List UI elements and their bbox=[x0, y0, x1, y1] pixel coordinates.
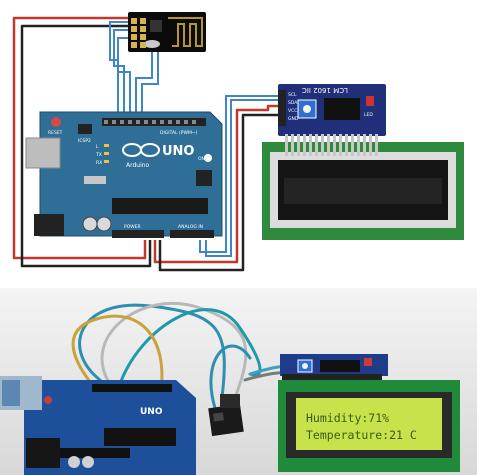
icsp-label: ICSP2 bbox=[78, 138, 91, 144]
i2c-chip bbox=[324, 98, 360, 120]
i2c-bottom-pins bbox=[285, 134, 378, 144]
photo-lcd-line2: Temperature:21 C bbox=[306, 428, 417, 442]
svg-text:Arduino: Arduino bbox=[126, 162, 150, 169]
analog-label: ANALOG IN bbox=[178, 224, 203, 230]
atmega-chip bbox=[112, 198, 208, 214]
red-wire-right bbox=[153, 104, 282, 264]
i2c-module-title: LCM 1602 IIC bbox=[302, 86, 348, 94]
i2c-pin-vcc: VCC bbox=[288, 108, 297, 114]
i2c-led-label: LED bbox=[364, 112, 373, 118]
hardware-photo: UNO Humidity:71% Temperature:21 C bbox=[0, 288, 477, 475]
power-label: POWER bbox=[124, 224, 141, 230]
arduino-logo: UNO Arduino bbox=[122, 143, 195, 169]
i2c-pin-scl: SCL bbox=[288, 92, 297, 98]
photo-jumper-wires bbox=[71, 302, 294, 410]
svg-text:RX: RX bbox=[96, 160, 102, 166]
nrf-antenna bbox=[168, 17, 203, 47]
capacitor-2 bbox=[96, 216, 112, 232]
board-leds: L TX RX bbox=[95, 144, 109, 166]
nrf-crystal bbox=[144, 40, 160, 48]
photo-chip bbox=[104, 428, 176, 446]
crystal bbox=[84, 176, 106, 184]
icsp-header bbox=[78, 124, 92, 134]
i2c-backpack: SCL SDA VCC GND LCM 1602 IIC LED bbox=[278, 84, 386, 144]
usb-connector bbox=[25, 137, 61, 169]
photo-lcd: Humidity:71% Temperature:21 C bbox=[278, 380, 460, 472]
i2c-pin-header bbox=[278, 90, 286, 126]
on-label: ON bbox=[198, 156, 205, 162]
nrf-chip bbox=[150, 20, 162, 32]
photo-nrf-module bbox=[208, 394, 244, 437]
photo-board-logo: UNO bbox=[140, 407, 163, 417]
reset-button bbox=[51, 117, 61, 127]
capacitor-1 bbox=[82, 216, 98, 232]
svg-text:UNO: UNO bbox=[162, 144, 195, 159]
svg-text:L: L bbox=[96, 144, 99, 150]
reset-label: RESET bbox=[48, 130, 63, 136]
black-wire-right bbox=[158, 113, 282, 272]
digital-label: DIGITAL (PWM~) bbox=[160, 130, 198, 136]
arduino-uno-board: RESET DIGITAL (PWM~) ICSP2 L TX RX UNO A… bbox=[25, 111, 223, 238]
nrf24-module bbox=[128, 12, 206, 52]
i2c-wires bbox=[199, 95, 282, 257]
power-header bbox=[112, 230, 164, 238]
wiring-diagram: RESET DIGITAL (PWM~) ICSP2 L TX RX UNO A… bbox=[12, 12, 464, 272]
nrf-signal-wires bbox=[109, 21, 159, 118]
icsp-header-right bbox=[196, 170, 212, 186]
photo-dc-jack bbox=[26, 438, 60, 468]
i2c-led-jumper bbox=[366, 96, 374, 106]
black-wire-left bbox=[20, 24, 152, 268]
photo-arduino-board: UNO bbox=[0, 376, 196, 475]
analog-header bbox=[170, 230, 214, 238]
photo-lcd-screen bbox=[296, 398, 442, 450]
nrf-pin-header bbox=[131, 18, 146, 48]
red-wire-left bbox=[12, 16, 147, 260]
photo-i2c-backpack bbox=[280, 354, 388, 382]
svg-text:TX: TX bbox=[95, 152, 102, 158]
lcd-header-pins bbox=[285, 140, 378, 156]
power-wires bbox=[12, 16, 282, 272]
photo-digital-header bbox=[92, 384, 172, 392]
lcd-1602 bbox=[262, 140, 464, 240]
photo-lcd-line1: Humidity:71% bbox=[306, 411, 389, 425]
mount-hole bbox=[204, 154, 212, 162]
i2c-pin-gnd: GND bbox=[288, 116, 299, 122]
i2c-pin-sda: SDA bbox=[288, 100, 298, 106]
dc-jack bbox=[34, 214, 64, 236]
digital-header-pins bbox=[104, 120, 196, 124]
